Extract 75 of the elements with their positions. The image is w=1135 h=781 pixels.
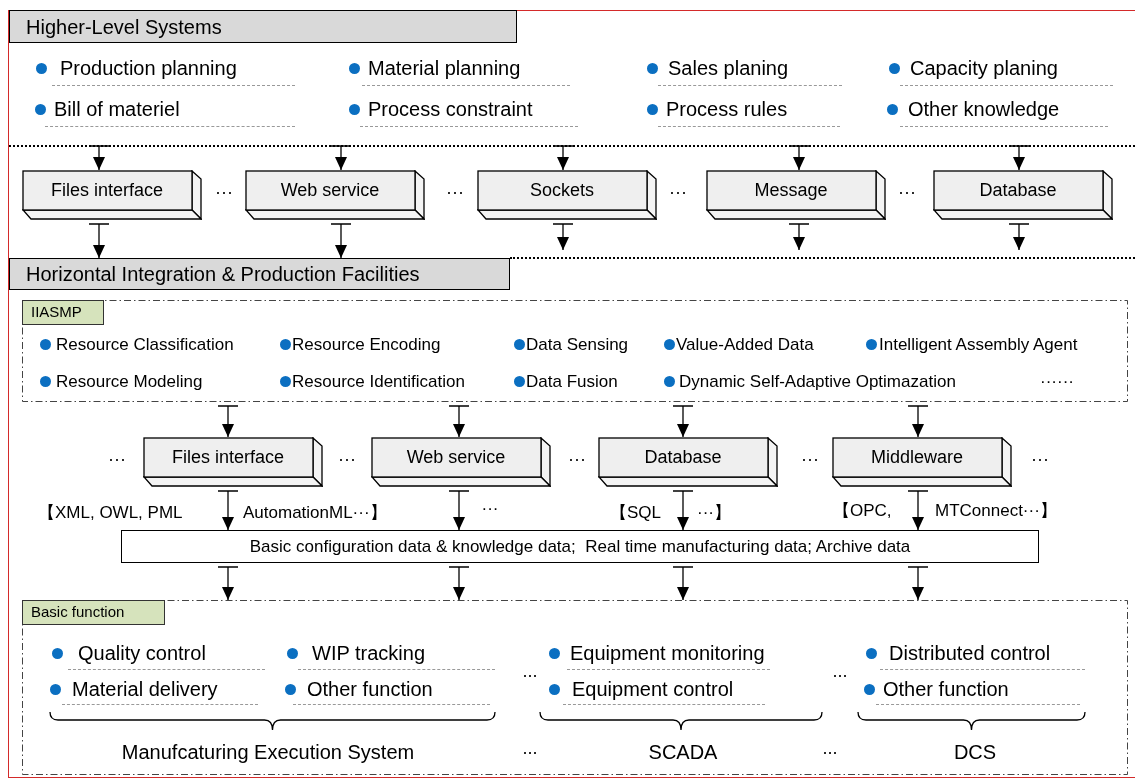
format-note: 【XML, OWL, PML xyxy=(38,503,183,521)
ellipsis: ··· xyxy=(338,450,356,468)
arrow xyxy=(1008,145,1030,171)
arrow xyxy=(88,145,110,171)
format-note: 【OPC, xyxy=(833,501,892,519)
arrow xyxy=(552,145,574,171)
ellipsis: ··· xyxy=(568,450,586,468)
arrow xyxy=(88,223,110,259)
list-item: Capacity planing xyxy=(910,58,1058,78)
list-item: Other function xyxy=(307,679,433,699)
section-header: Horizontal Integration & Production Facilities xyxy=(9,258,510,290)
arrow xyxy=(672,566,694,601)
list-item: Sales planing xyxy=(668,58,789,78)
section-header: Higher-Level Systems xyxy=(9,10,517,43)
arrow xyxy=(672,490,694,531)
list-item: Value-Added Data xyxy=(676,335,814,353)
arrow xyxy=(672,405,694,438)
arrow xyxy=(552,223,574,251)
list-item: Dynamic Self-Adaptive Optimazation xyxy=(679,372,956,390)
arrow xyxy=(217,566,239,601)
list-item: Material delivery xyxy=(72,679,218,699)
arrow xyxy=(217,405,239,438)
section-tab: Basic function xyxy=(22,600,165,625)
ellipsis: ··· xyxy=(215,183,233,201)
system-label: DCS xyxy=(953,742,997,762)
ellipsis: ··· xyxy=(801,450,819,468)
ellipsis: ... xyxy=(522,739,538,757)
arrow xyxy=(448,490,470,531)
list-item: Resource Modeling xyxy=(56,372,203,390)
ellipsis: ······ xyxy=(1040,372,1074,390)
arrow xyxy=(907,405,929,438)
arrow xyxy=(330,223,352,259)
ellipsis: ··· xyxy=(108,450,126,468)
dashed-container xyxy=(22,300,1128,402)
format-note: MTConnect···】 xyxy=(935,501,1057,519)
list-item: Equipment control xyxy=(572,679,734,699)
list-item: Other knowledge xyxy=(908,99,1060,119)
arrow xyxy=(217,490,239,531)
list-item: Intelligent Assembly Agent xyxy=(879,335,1078,353)
list-item: Process constraint xyxy=(368,99,533,119)
section-tab: IIASMP xyxy=(22,300,104,325)
ellipsis: ... xyxy=(832,662,848,680)
system-label: SCADA xyxy=(648,742,718,762)
ellipsis: ··· xyxy=(446,183,464,201)
system-label: Manufcaturing Execution System xyxy=(121,742,415,762)
list-item: WIP tracking xyxy=(312,643,425,663)
arrow xyxy=(1008,223,1030,251)
list-item: Distributed control xyxy=(889,643,1051,663)
format-note: 【SQL xyxy=(610,503,662,521)
format-note: AutomationML···】 xyxy=(243,503,387,521)
list-item: Other function xyxy=(883,679,1009,699)
list-item: Resource Classification xyxy=(56,335,234,353)
format-note: ···】 xyxy=(697,503,731,521)
ellipsis: ··· xyxy=(898,183,916,201)
arrow xyxy=(448,405,470,438)
list-item: Data Sensing xyxy=(526,335,629,353)
ellipsis: ··· xyxy=(1031,450,1049,468)
arrow xyxy=(788,223,810,251)
list-item: Data Fusion xyxy=(526,372,618,390)
list-item: Bill of materiel xyxy=(54,99,180,119)
list-item: Resource Identification xyxy=(292,372,465,390)
list-item: Equipment monitoring xyxy=(570,643,765,663)
list-item: Resource Encoding xyxy=(292,335,441,353)
ellipsis: ... xyxy=(522,662,538,680)
arrow xyxy=(907,566,929,601)
arrow xyxy=(788,145,810,171)
list-item: Process rules xyxy=(666,99,788,119)
data-box: Basic configuration data & knowledge data; Real time manufacturing data; Archive data xyxy=(121,530,1039,563)
list-item: Quality control xyxy=(78,643,206,663)
arrow xyxy=(907,490,929,531)
ellipsis: ··· xyxy=(481,499,499,517)
arrow xyxy=(448,566,470,601)
ellipsis: ··· xyxy=(669,183,687,201)
arrow xyxy=(330,145,352,171)
ellipsis: ... xyxy=(822,739,838,757)
